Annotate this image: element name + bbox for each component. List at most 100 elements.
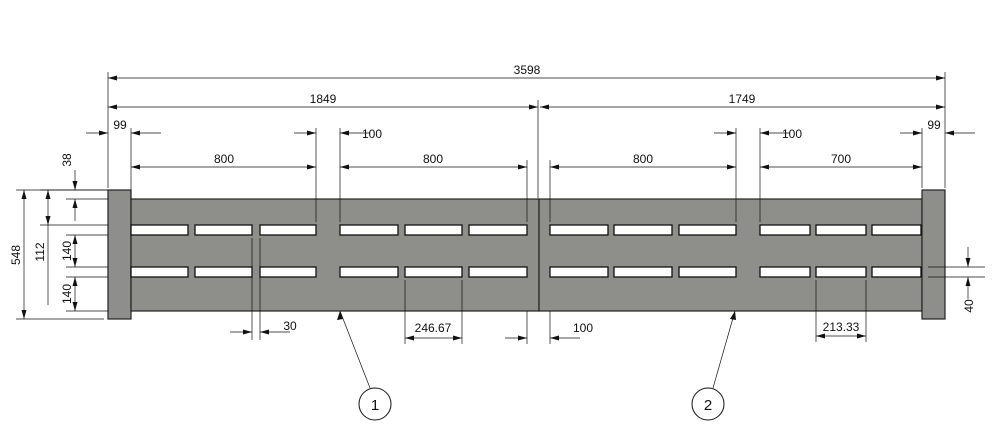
- arrowhead: [72, 199, 78, 208]
- slot-row1: [404, 224, 463, 236]
- arrowhead: [945, 130, 954, 136]
- arrowhead: [550, 164, 559, 170]
- dim-height-total: 548: [9, 245, 23, 265]
- arrowhead: [72, 181, 78, 190]
- left-end-cap: [107, 189, 132, 320]
- arrowhead: [550, 335, 559, 341]
- arrowhead: [45, 216, 51, 225]
- arrowhead: [529, 104, 538, 110]
- slot-row1: [194, 224, 253, 236]
- arrowhead: [518, 335, 527, 341]
- arrowhead: [131, 130, 140, 136]
- dim-slot-len-left: 246.67: [415, 321, 452, 335]
- slot-row2: [404, 266, 463, 278]
- panel-geometry: [107, 189, 946, 320]
- arrowhead: [307, 130, 316, 136]
- arrowhead: [243, 329, 252, 335]
- arrowhead: [727, 164, 736, 170]
- slot-group: [130, 224, 922, 278]
- arrowhead: [340, 164, 349, 170]
- slot-row1: [339, 224, 399, 236]
- dim-slot-height: 40: [962, 299, 976, 313]
- right-end-cap: [921, 189, 946, 320]
- slot-row2: [130, 266, 189, 278]
- dim-right-end: 99: [927, 118, 941, 132]
- slot-row1: [815, 224, 867, 236]
- arrowhead: [913, 164, 922, 170]
- dim-joint-gap: 100: [573, 321, 593, 335]
- arrowhead: [453, 335, 462, 341]
- arrowhead: [260, 329, 269, 335]
- arrowhead: [518, 164, 527, 170]
- arrowhead: [760, 130, 769, 136]
- arrowhead: [108, 75, 117, 81]
- arrowhead: [857, 333, 866, 339]
- slot-row1: [759, 224, 811, 236]
- arrowhead: [131, 164, 140, 170]
- balloon-2-label: 2: [704, 397, 712, 414]
- slot-row2: [194, 266, 253, 278]
- slot-row2: [468, 266, 528, 278]
- leader-1: [339, 310, 371, 389]
- dimension-lines: [16, 72, 985, 344]
- slot-row2: [339, 266, 399, 278]
- slot-row1: [871, 224, 922, 236]
- leader-1-arrowhead: [337, 311, 343, 320]
- arrowhead: [540, 104, 549, 110]
- dim-height-112: 112: [33, 242, 47, 261]
- dim-seg4: 700: [831, 152, 851, 166]
- arrowhead: [405, 335, 414, 341]
- dim-slot-len-right: 213.33: [823, 320, 860, 334]
- panel-part-1: [130, 198, 540, 312]
- dim-overall: 3598: [514, 63, 541, 77]
- dim-gap-right: 100: [782, 127, 802, 141]
- dim-row-pitch-1: 140: [60, 241, 74, 261]
- part-balloons: 1 2: [337, 310, 736, 421]
- arrowhead: [21, 310, 27, 319]
- slot-row1: [468, 224, 528, 236]
- balloon-1: [358, 387, 392, 421]
- arrowhead: [760, 164, 769, 170]
- arrowhead: [936, 75, 945, 81]
- arrowhead: [72, 235, 78, 244]
- slot-row1: [678, 224, 737, 236]
- arrowhead: [21, 190, 27, 199]
- slot-row2: [259, 266, 317, 278]
- slot-row1: [613, 224, 673, 236]
- arrowhead: [72, 258, 78, 267]
- arrowhead: [965, 258, 971, 267]
- slot-row2: [815, 266, 867, 278]
- arrowhead: [936, 104, 945, 110]
- arrowhead: [816, 333, 825, 339]
- arrowhead: [72, 277, 78, 286]
- slot-row1: [130, 224, 189, 236]
- dim-part1: 1849: [310, 92, 337, 106]
- dim-row-pitch-2: 140: [60, 284, 74, 304]
- slot-row2: [871, 266, 922, 278]
- arrowhead: [913, 130, 922, 136]
- dim-slot-gap: 30: [283, 319, 297, 333]
- arrowhead: [965, 277, 971, 286]
- dim-top-offset: 38: [60, 153, 74, 167]
- slot-row2: [549, 266, 609, 278]
- leader-2-arrowhead: [730, 311, 736, 320]
- dim-seg2: 800: [423, 152, 443, 166]
- balloon-1-label: 1: [371, 397, 379, 414]
- arrowhead: [99, 130, 108, 136]
- slot-row2: [678, 266, 737, 278]
- slot-row2: [613, 266, 673, 278]
- balloon-2: [691, 387, 725, 421]
- panel-part-2: [538, 198, 923, 312]
- arrowhead: [727, 130, 736, 136]
- dimension-labels: 3598 1849 1749 99 100 100 99 800 800 800…: [9, 63, 976, 335]
- arrowhead: [45, 190, 51, 199]
- arrowhead: [72, 302, 78, 311]
- leader-2: [712, 310, 736, 389]
- slot-row2: [759, 266, 811, 278]
- dim-left-end: 99: [113, 118, 127, 132]
- dim-gap-left: 100: [362, 127, 382, 141]
- arrowhead: [340, 130, 349, 136]
- arrowhead: [108, 104, 117, 110]
- slot-row1: [549, 224, 609, 236]
